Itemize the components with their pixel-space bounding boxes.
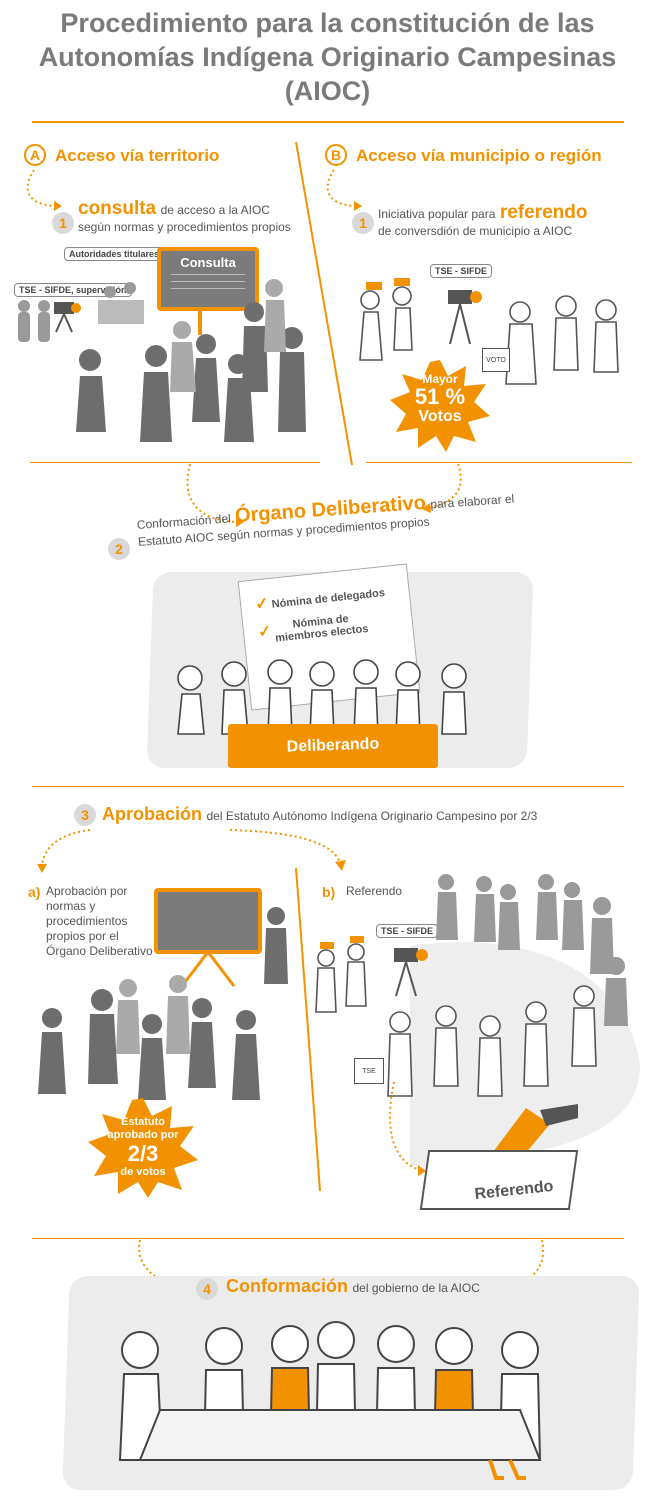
step-3-text: Aprobación del Estatuto Autónomo Indígen… xyxy=(102,804,622,825)
government-illustration xyxy=(118,1321,542,1480)
step-3-highlight: Aprobación xyxy=(102,804,203,824)
referendum-box: Referendo xyxy=(419,1150,579,1210)
delegates-illustration xyxy=(177,659,467,735)
title-line-2: Autonomías Indígena Originario Campesina… xyxy=(38,42,617,72)
majority-line-2: 51 % xyxy=(414,384,466,409)
route-a-baseline xyxy=(30,462,320,463)
step-3a-line-3: procedimientos xyxy=(46,914,128,928)
step-3a-line-4: propios por el xyxy=(46,929,119,943)
step-a1-text1: de acceso a la AIOC xyxy=(160,203,270,217)
page-title: Procedimiento para la constitución de la… xyxy=(0,6,655,108)
crowd-a-illustration xyxy=(18,279,306,442)
majority-line-1: Mayor xyxy=(422,372,458,386)
route-b-label: Acceso vía municipio o región xyxy=(356,146,602,165)
consulta-sign-leg xyxy=(198,311,202,335)
majority-starburst xyxy=(390,360,490,452)
step-b1-text2: de conversdión de municipio a AIOC xyxy=(378,224,573,238)
step-3a-line-1: Aprobación por xyxy=(46,884,128,898)
route-a-badge: A xyxy=(24,144,46,166)
route-b-baseline xyxy=(366,462,632,463)
step-3-column-divider xyxy=(295,867,321,1192)
referendum-box-label: Referendo xyxy=(473,1177,555,1204)
step-a1-highlight: consulta xyxy=(78,198,157,219)
consulta-sign: Consulta xyxy=(157,247,259,311)
step-4-desc: del gobierno de la AIOC xyxy=(352,1281,480,1295)
check-icon: ✓ xyxy=(257,623,273,642)
majority-line-3: Votos xyxy=(418,408,462,425)
step-4-highlight: Conformación xyxy=(226,1276,349,1296)
ballot-box-3b: TSE xyxy=(354,1058,384,1084)
step-3a-letter: a) xyxy=(28,884,41,900)
title-line-3: (AIOC) xyxy=(284,76,371,106)
step-2-divider xyxy=(32,786,624,787)
step-3a-line-5: Órgano Deliberativo xyxy=(46,944,153,958)
step-b1-highlight: referendo xyxy=(499,202,588,223)
ballot-box-b: VOTO xyxy=(482,348,510,372)
check-icon: ✓ xyxy=(254,595,270,614)
step-a1-text: consulta de acceso a la AIOC según norma… xyxy=(78,198,308,235)
crowd-3a-illustration xyxy=(38,907,288,1100)
board-easel xyxy=(180,952,236,987)
step-3b-letter: b) xyxy=(322,884,336,900)
column-divider xyxy=(295,141,353,466)
referendum-arrow xyxy=(389,1081,426,1176)
approval-starburst xyxy=(88,1098,198,1198)
checklist-item-2: ✓ Nómina de miembros electos xyxy=(257,611,369,646)
approval-line-3: 2/3 xyxy=(127,1141,159,1166)
voters-b-illustration xyxy=(359,278,619,385)
checklist-item-1: ✓ Nómina de delegados xyxy=(254,581,386,614)
referendum-crowd-illustration xyxy=(315,874,640,1166)
step-4-text: Conformación del gobierno de la AIOC xyxy=(226,1276,546,1297)
camera-icon xyxy=(54,302,81,333)
step-3-desc: del Estatuto Autónomo Indígena Originari… xyxy=(206,809,538,823)
step-a1-text2: según normas y procedimientos propios xyxy=(78,220,291,234)
deliberating-table: Deliberando xyxy=(228,724,438,768)
majority-text: Mayor 51 % Votos xyxy=(390,372,490,426)
approval-line-2: aprobado por xyxy=(107,1129,179,1141)
approval-text: Estatuto aprobado por 2/3 de votos xyxy=(88,1116,198,1179)
step-b1-text: Iniciativa popular para referendo de con… xyxy=(378,202,638,239)
consulta-sign-label: Consulta xyxy=(180,255,236,270)
step-3-number: 3 xyxy=(74,804,96,826)
route-b-arrow xyxy=(326,169,362,211)
title-line-1: Procedimiento para la constitución de la… xyxy=(60,8,595,38)
step-3-arrows xyxy=(37,829,346,873)
step-2-number: 2 xyxy=(108,538,130,560)
tag-tse-b: TSE - SIFDE xyxy=(430,264,493,278)
deliberating-label: Deliberando xyxy=(286,735,380,756)
step-b1-number: 1 xyxy=(352,212,374,234)
route-b-badge: B xyxy=(325,144,347,166)
approval-line-1: Estatuto xyxy=(121,1116,165,1128)
step-2-text2: para elaborar el xyxy=(429,491,515,512)
approval-line-4: de votos xyxy=(120,1166,166,1178)
step-a1-number: 1 xyxy=(52,212,74,234)
step-3b-text: Referendo xyxy=(346,884,403,898)
step-b1-text1: Iniciativa popular para xyxy=(378,207,496,221)
merge-arrows xyxy=(186,463,462,527)
checklist-item-1-label: Nómina de delegados xyxy=(271,586,386,611)
route-a-label: Acceso vía territorio xyxy=(55,146,220,165)
title-divider xyxy=(32,121,624,123)
step-4-number: 4 xyxy=(196,1278,218,1300)
step-3-divider xyxy=(32,1238,624,1239)
route-a-arrow xyxy=(26,169,62,211)
step-3a-text: Aprobación por normas y procedimientos p… xyxy=(46,884,176,959)
step-3a-line-2: normas y xyxy=(46,899,96,913)
